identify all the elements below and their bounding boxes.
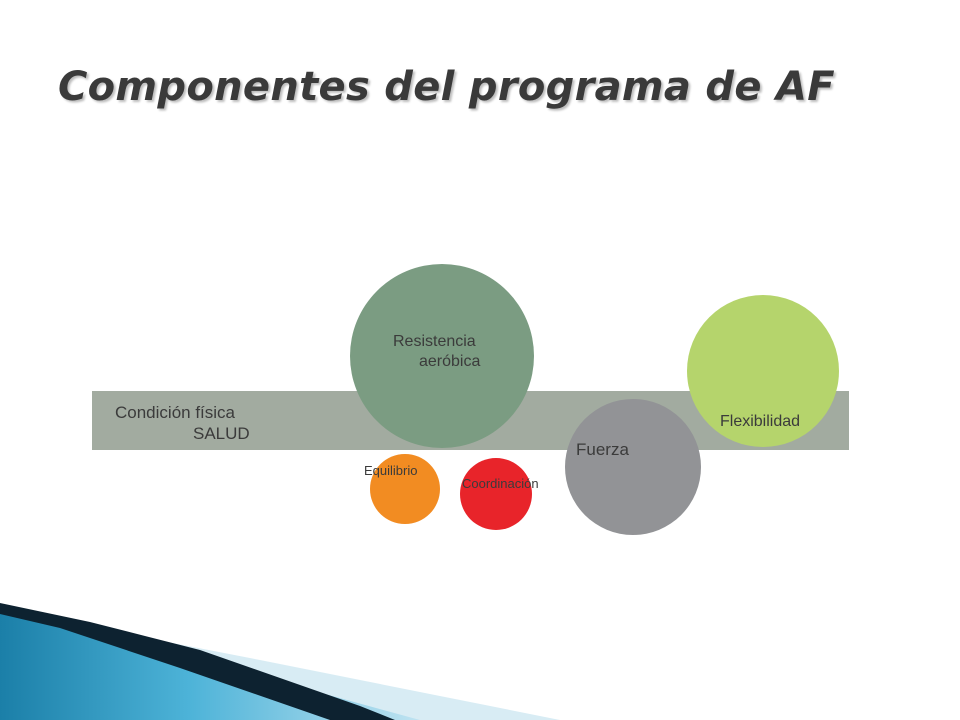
flexibilidad-label: Flexibilidad: [720, 413, 800, 430]
resistencia-label-line1: Resistencia: [393, 333, 476, 350]
equilibrio-circle: [370, 454, 440, 524]
equilibrio-label: Equilibrio: [364, 463, 417, 478]
slide-title: Componentes del programa de AF: [58, 64, 835, 110]
flexibilidad-circle: [687, 295, 839, 447]
coordinacion-label: Coordinación: [462, 476, 539, 491]
resistencia-label-line2: aeróbica: [419, 353, 480, 370]
fuerza-circle: [565, 399, 701, 535]
coordinacion-circle: [460, 458, 532, 530]
wave-dark-stripe: [0, 603, 395, 720]
fuerza-label: Fuerza: [576, 440, 629, 459]
band-label-line1: Condición física: [115, 403, 236, 422]
band-label-line2: SALUD: [193, 424, 250, 443]
resistencia-circle: [350, 264, 534, 448]
